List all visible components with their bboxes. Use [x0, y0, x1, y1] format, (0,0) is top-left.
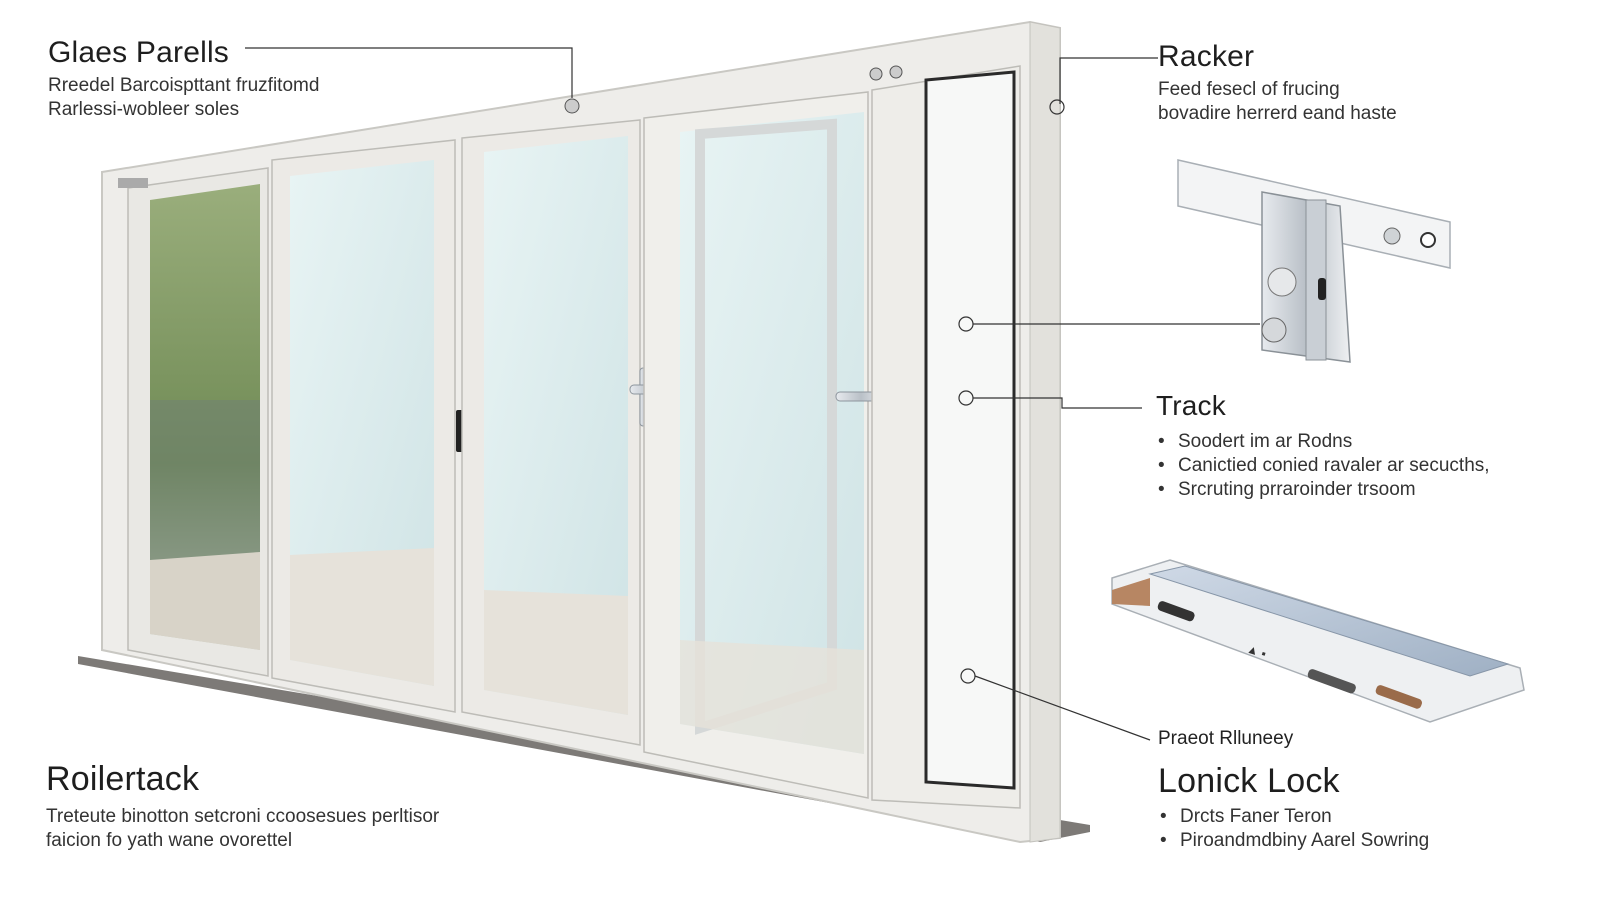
track-title: Track [1156, 390, 1226, 421]
rocker-bracket [1177, 159, 1451, 363]
roller-track-line-1: Treteute binotton setcroni ccoosesues pe… [46, 806, 440, 827]
track-bullet-2: Canictied conied ravaler ar secucths, [1156, 454, 1490, 478]
glass-panels-callout: Glaes Parells Rreedel Barcoispttant fruz… [48, 36, 319, 122]
panel-2-floor [290, 548, 434, 686]
lock-bullet-1: Drcts Faner Teron [1158, 805, 1429, 829]
rocker-callout: Racker Feed fesecl of frucing bovadire h… [1158, 40, 1397, 126]
roller-track-callout: Roilertack Treteute binotton setcroni cc… [46, 760, 439, 853]
glass-panels-line-1: Rreedel Barcoispttant fruzfitomd [48, 75, 320, 96]
lock-bullets: Drcts Faner Teron Piroandmdbiny Aarel So… [1158, 805, 1429, 853]
lock-title: Lonick Lock [1158, 762, 1340, 800]
track-callout: Track Soodert im ar Rodns Canictied coni… [1156, 390, 1490, 502]
glass-panels-line-2: Rarlessi-wobleer soles [48, 99, 240, 120]
rocker-line-2: bovadire herrerd eand haste [1158, 103, 1397, 124]
track-bullet-1: Soodert im ar Rodns [1156, 430, 1490, 454]
track-piece: ▲ ▪ [1111, 559, 1525, 723]
rocker-title: Racker [1158, 40, 1255, 73]
svg-text:▲ ▪: ▲ ▪ [1245, 642, 1268, 661]
rocker-line-1: Feed fesecl of frucing [1158, 79, 1340, 100]
panel-3-glass [484, 136, 628, 715]
top-hinge [118, 178, 148, 188]
roller-track-title: Roilertack [46, 760, 200, 798]
panel-4-floor [680, 640, 864, 754]
panel-3-floor [484, 590, 628, 715]
balcony-railing [150, 400, 260, 560]
glass-panels-title: Glaes Parells [48, 36, 230, 69]
panel-5-glass [924, 70, 1016, 790]
roller-label: Praeot Rlluneey [1158, 728, 1294, 749]
top-roller-3 [889, 65, 903, 79]
track-bullets: Soodert im ar Rodns Canictied conied rav… [1156, 430, 1490, 502]
leader-lines [245, 47, 1260, 741]
panel-4-glass [680, 112, 864, 754]
track-bullet-3: Srcruting prraroinder trsoom [1156, 478, 1490, 502]
lock-bullet-2: Piroandmdbiny Aarel Sowring [1158, 829, 1429, 853]
roller-track-line-2: faicion fo yath wane ovorettel [46, 830, 293, 851]
top-roller-2 [869, 67, 883, 81]
top-roller-1 [564, 98, 580, 114]
lock-callout: Lonick Lock Drcts Faner Teron Piroandmdb… [1158, 762, 1429, 853]
frame-side [1029, 21, 1061, 843]
deck-floor [150, 552, 260, 650]
